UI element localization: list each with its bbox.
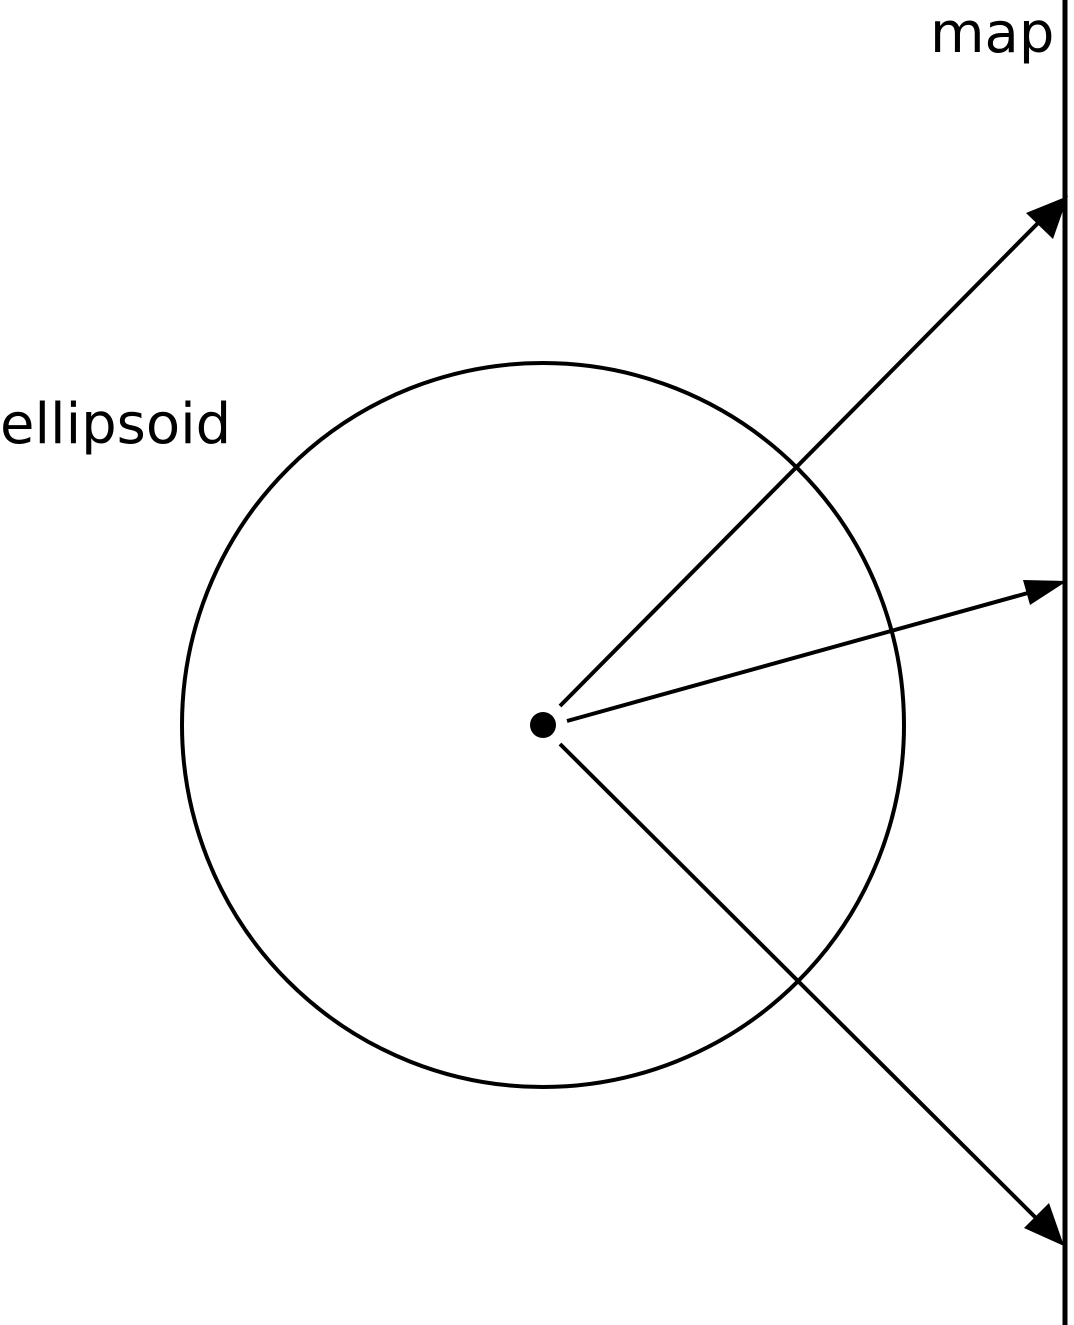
ellipsoid-circle	[180, 361, 906, 1089]
map-label: map	[930, 1, 1054, 66]
arrow-upper-right	[558, 196, 1068, 708]
arrow-right	[566, 580, 1067, 723]
arrow-right-head	[1023, 580, 1067, 605]
arrow-lower-right-head	[1024, 1203, 1064, 1246]
center-point	[530, 712, 556, 738]
arrow-lower-right-shaft	[558, 742, 1042, 1224]
arrow-upper-right-head	[1026, 196, 1068, 239]
arrow-upper-right-shaft	[558, 217, 1044, 708]
ellipsoid-label: ellipsoid	[0, 392, 231, 457]
arrow-right-shaft	[566, 589, 1036, 723]
arrow-lower-right	[558, 742, 1064, 1246]
